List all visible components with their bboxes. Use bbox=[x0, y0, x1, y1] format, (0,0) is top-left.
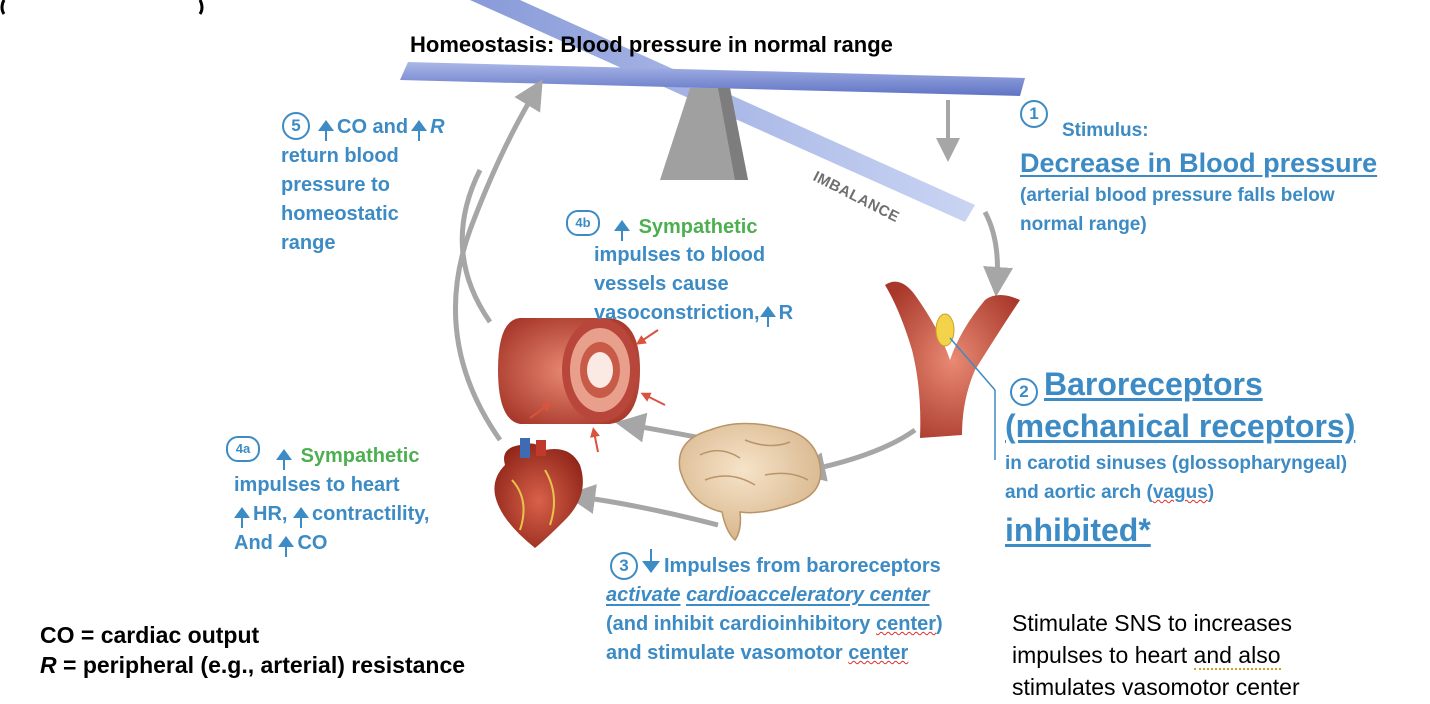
arrow-brain-to-heart bbox=[565, 484, 719, 528]
step4a-contractility: contractility, bbox=[312, 503, 430, 525]
step3-line3-a: (and inhibit cardioinhibitory bbox=[606, 613, 876, 635]
step3-line2: activate cardioacceleratory center bbox=[606, 584, 930, 607]
increase-arrow-icon bbox=[293, 507, 309, 529]
constriction-arrow bbox=[590, 427, 600, 453]
legend-r-text: = peripheral (e.g., arterial) resistance bbox=[56, 652, 466, 678]
title-rest: Blood pressure in normal range bbox=[554, 32, 893, 57]
step4b-line2: impulses to blood bbox=[594, 244, 766, 266]
note-line3: stimulates vasomotor center bbox=[1012, 674, 1300, 700]
step4b-r: R bbox=[778, 302, 794, 324]
step-number-4b: 4b bbox=[566, 210, 600, 236]
step3-line4: and stimulate vasomotor center bbox=[606, 642, 908, 665]
step2-line4-c: ) bbox=[1207, 482, 1215, 503]
step3-activate: activate bbox=[606, 584, 681, 606]
step4b-line1: Sympathetic bbox=[614, 216, 758, 242]
step3-line1-text: Impulses from baroreceptors bbox=[664, 555, 941, 577]
carotid-artery-illustration bbox=[885, 281, 1020, 460]
step3-line4-center: center bbox=[848, 642, 909, 664]
step2-line1: Baroreceptors bbox=[1044, 366, 1263, 403]
constriction-arrow bbox=[635, 329, 659, 345]
step2-line2: (mechanical receptors) bbox=[1005, 408, 1355, 445]
step3-line4-a: and stimulate vasomotor bbox=[606, 642, 849, 664]
arrow-stimulus-to-receptors bbox=[982, 210, 1014, 297]
step-number-4a: 4a bbox=[226, 436, 260, 462]
step2-line4: and aortic arch (vagus) bbox=[1005, 482, 1214, 504]
step1-heading: Decrease in Blood pressure bbox=[1020, 148, 1377, 179]
heart-illustration bbox=[494, 438, 583, 548]
step5-line4: homeostatic bbox=[281, 203, 399, 225]
step5-co-and: CO and bbox=[337, 116, 409, 138]
step2-line5: inhibited* bbox=[1005, 512, 1151, 549]
step4b-line4: vasoconstriction, R bbox=[594, 302, 794, 328]
step2-line1-text: Baroreceptors bbox=[1044, 366, 1263, 402]
title-bold: Homeostasis: bbox=[410, 32, 555, 57]
step5-r: R bbox=[430, 116, 445, 138]
step2-line3: in carotid sinuses (glossopharyngeal) bbox=[1005, 453, 1348, 474]
step4a-line1: Sympathetic bbox=[276, 445, 420, 471]
step4a-hr: HR, bbox=[253, 503, 293, 525]
note-line2-a: impulses to heart bbox=[1012, 642, 1194, 668]
step4a-line3: HR, contractility, bbox=[234, 503, 430, 529]
step3-line3-c: ) bbox=[936, 613, 943, 635]
step1-line1: (arterial blood pressure falls below bbox=[1020, 185, 1335, 206]
increase-arrow-icon bbox=[278, 536, 295, 558]
step2-line4-vagus: vagus bbox=[1152, 482, 1208, 503]
step4a-line4: And CO bbox=[234, 532, 328, 558]
increase-arrow-icon bbox=[318, 120, 334, 142]
step1-heading-text: Decrease in Blood pressure bbox=[1020, 148, 1378, 178]
legend-r: R = peripheral (e.g., arterial) resistan… bbox=[40, 652, 465, 679]
fulcrum-shade bbox=[718, 88, 748, 180]
increase-arrow-icon bbox=[614, 220, 630, 242]
cut-off-bracket-left bbox=[0, 0, 6, 15]
legend-co: CO = cardiac output bbox=[40, 622, 260, 648]
step5-line5: range bbox=[281, 232, 336, 254]
step-number-3: 3 bbox=[610, 552, 638, 580]
step4a-sympathetic: Sympathetic bbox=[300, 445, 420, 467]
step1-label: Stimulus: bbox=[1062, 120, 1149, 141]
step4a-and: And bbox=[234, 532, 279, 554]
cut-off-bracket-right bbox=[198, 0, 204, 15]
step5-line1: CO and R bbox=[318, 116, 445, 142]
note-line2-and-also: and also bbox=[1193, 642, 1281, 670]
arrow-vessel-to-homeostasis bbox=[459, 168, 493, 324]
step4b-sympathetic: Sympathetic bbox=[638, 216, 758, 238]
constriction-arrow bbox=[640, 392, 666, 406]
increase-arrow-icon bbox=[759, 306, 776, 328]
step-number-1: 1 bbox=[1020, 100, 1048, 128]
step3-line3-center: center bbox=[876, 613, 937, 635]
blood-vessel-illustration bbox=[498, 318, 640, 424]
step5-line2: return blood bbox=[281, 145, 399, 167]
step4a-line2: impulses to heart bbox=[234, 474, 400, 496]
note-line2: impulses to heart and also bbox=[1012, 642, 1281, 670]
step4b-vasoconstriction: vasoconstriction, bbox=[594, 302, 760, 324]
arrow-receptors-to-brain bbox=[795, 427, 917, 482]
legend-r-symbol: R bbox=[40, 652, 57, 678]
step-number-5: 5 bbox=[282, 112, 310, 140]
step4a-co: CO bbox=[297, 532, 328, 554]
increase-arrow-icon bbox=[411, 120, 428, 142]
arrow-heart-to-homeostasis bbox=[452, 79, 543, 442]
step3-line3: (and inhibit cardioinhibitory center) bbox=[606, 613, 943, 636]
step2-line5-text: inhibited* bbox=[1005, 512, 1151, 548]
step2-line2-text: (mechanical receptors) bbox=[1005, 408, 1356, 444]
constriction-arrow bbox=[529, 402, 553, 419]
step3-center-name: cardioacceleratory center bbox=[686, 584, 930, 606]
increase-arrow-icon bbox=[276, 449, 292, 471]
step1-line2: normal range) bbox=[1020, 214, 1147, 235]
step3-line1: Impulses from baroreceptors bbox=[642, 548, 941, 578]
brain-illustration bbox=[678, 422, 822, 542]
level-beam bbox=[400, 62, 1025, 96]
step-number-2: 2 bbox=[1010, 378, 1038, 406]
note-line1: Stimulate SNS to increases bbox=[1012, 610, 1292, 636]
step2-line4-a: and aortic arch ( bbox=[1005, 482, 1153, 503]
decrease-arrow-icon bbox=[642, 548, 660, 573]
increase-arrow-icon bbox=[234, 507, 250, 529]
step4b-line3: vessels cause bbox=[594, 273, 729, 295]
page-title: Homeostasis: Blood pressure in normal ra… bbox=[410, 32, 893, 58]
step5-line3: pressure to bbox=[281, 174, 390, 196]
